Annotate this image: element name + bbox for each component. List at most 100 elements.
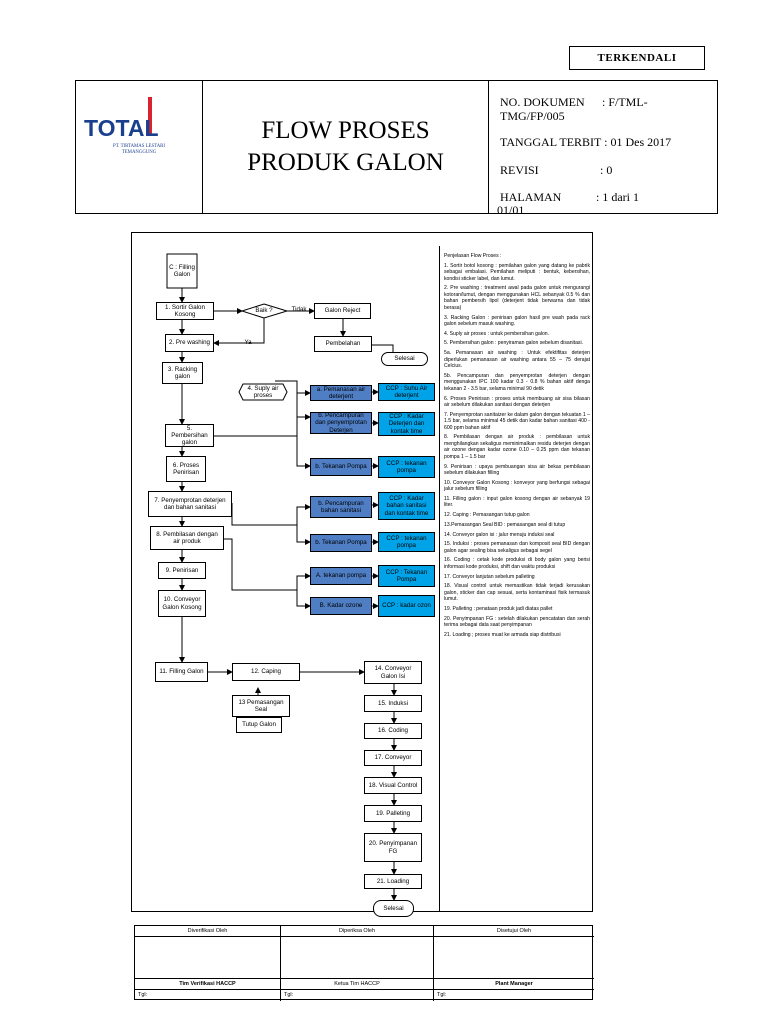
description-item: 7. Penyemprotan sanitaizer ke dalam galo… — [444, 411, 590, 431]
node-10-conveyor-kosong: 10. Conveyor Galon Kosong — [158, 590, 206, 617]
description-item: 19. Palleting : penataan produk jadi dia… — [444, 605, 553, 612]
description-item: 8. Pembilasan dengan air produk : pembil… — [444, 434, 590, 460]
node-14-conveyor-isi: 14. Conveyor Galon Isi — [364, 661, 422, 684]
ccp-tekanan-pompa-3: CCP : Tekanan Pompa — [378, 565, 435, 587]
description-item: 5b. Pencampuran dan penyemprotan deterje… — [444, 372, 590, 392]
node-b-tekanan-pompa-2: b. Tekanan Pompa — [310, 534, 372, 552]
node-b-pencampuran-sanitasi: b. Pencampuran bahan sanitasi — [310, 496, 372, 518]
approver-header: Disetujui Oleh — [496, 928, 532, 934]
description-item: 18. Visual control untuk memastikan tida… — [444, 583, 590, 603]
label-tidak: Tidak — [291, 306, 307, 314]
checker-header: Diperiksa Oleh — [338, 928, 376, 934]
ccp-suhu-air: CCP : Suhu Air deterjent — [378, 383, 435, 401]
node-b-pencampuran-deterjen: b. Pencampuran dan penyemprotan Deterjen — [310, 412, 372, 434]
terminal-selesai-1: Selesai — [381, 352, 428, 366]
process-description: Penjelasan Flow Proses : 1. Sortir botol… — [444, 253, 590, 642]
decision-diamond — [240, 303, 289, 319]
description-item: 9. Penirisan : upaya pembuangan sisa air… — [444, 463, 590, 477]
node-15-induksi: 15. Induksi — [364, 695, 422, 712]
doc-number-label: NO. DOKUMEN — [500, 95, 585, 109]
node-b-kadar-ozone: B. Kadar ozone — [310, 597, 372, 615]
company-logo-icon: TOTAL PT. TIRTAMAS LESTARI TEMANGGUNG — [84, 97, 165, 155]
node-17-conveyor: 17. Conveyor — [364, 750, 422, 766]
issue-date: TANGGAL TERBIT : 01 Des 2017 — [500, 135, 672, 149]
document-title: FLOW PROSES PRODUK GALON — [203, 80, 489, 214]
node-9-penirisan: 9. Penirisan — [158, 562, 206, 579]
node-4-supply-air: 4. Suply air proses — [247, 384, 279, 399]
description-item: 12. Caping : Pemasangan tutup galon — [444, 512, 530, 519]
node-7-penyemprotan: 7. Penyemprotan deterjen dan bahan sanit… — [148, 491, 232, 517]
node-3-racking: 3. Racking galon — [162, 362, 203, 384]
description-item: 21. Loading ; proses muat ke armada siap… — [444, 631, 561, 638]
page-cont: 01/01 — [497, 203, 525, 217]
description-item: 3. Racking Galon : penirisan galon hasil… — [444, 314, 590, 328]
verifier-date: Tgl: — [138, 992, 148, 998]
description-item: 2. Pre washing : treatment awal pada gal… — [444, 285, 590, 311]
node-21-loading: 21. Loading — [364, 874, 422, 889]
decision-baik-label: Baik ? — [255, 307, 273, 315]
description-item: 5a. Pemanasan air washing : Untuk efekti… — [444, 350, 590, 370]
terminal-selesai-2: Selesai — [373, 900, 414, 917]
checker-role: Ketua Tim HACCP — [334, 981, 380, 987]
revision-label: REVISI — [500, 163, 539, 177]
document-header — [75, 80, 718, 214]
node-a-pemanasan: a. Pemanasan air deterjent — [310, 385, 372, 401]
title-line1: FLOW PROSES — [261, 117, 430, 144]
start-terminal-shape — [166, 253, 198, 289]
logo-company-line1: PT. TIRTAMAS LESTARI — [113, 144, 165, 149]
verifier-header: Diverifikasi Oleh — [187, 928, 228, 934]
revision-value: : 0 — [600, 163, 613, 177]
description-item: 1. Sortir botol kosong : pemilahan galon… — [444, 262, 590, 282]
description-title: Penjelasan Flow Proses : — [444, 253, 502, 259]
node-20-penyimpanan: 20. Penyimpanan FG — [364, 833, 422, 862]
description-item: 13.Pemasangan Seal BID : pemasangan seal… — [444, 521, 566, 528]
node-19-palleting: 19. Palleting — [364, 805, 422, 822]
node-1-sortir: 1. Sortir Galon Kosong — [156, 302, 214, 320]
signature-table: Diverifikasi Oleh Diperiksa Oleh Disetuj… — [134, 925, 594, 1001]
description-item: 15. Induksi : proses pemanasan dan kompo… — [444, 541, 590, 554]
description-item: 17. Conveyor lanjutan sebelum palleting — [444, 573, 535, 580]
supply-hexagon-shape — [238, 383, 288, 401]
description-item: 4. Suply air proses : untuk pembersihan … — [444, 330, 550, 337]
doc-number-cont: TMG/FP/005 — [500, 109, 565, 123]
node-start-filling-galon: C : Filling Galon — [169, 263, 195, 278]
node-pembelahan: Pembelahan — [314, 336, 372, 352]
approver-role: Plant Manager — [495, 981, 533, 987]
ccp-kadar-ozon: CCP : kadar ozon — [378, 595, 435, 617]
description-item: 6. Proses Penirisan : proses untuk membu… — [444, 395, 590, 409]
description-item: 10. Conveyor Galon Kosong : konveyor yan… — [444, 479, 590, 493]
node-tutup-galon: Tutup Galon — [236, 717, 282, 733]
logo-brand: TOTAL — [84, 115, 159, 141]
ccp-kadar-sanitasi: CCP : Kadar bahan sanitasi dan kontak ti… — [378, 492, 435, 520]
doc-number-value: : F/TML- — [602, 95, 648, 109]
node-a-tekanan-pompa: A. tekanan pompa — [310, 567, 372, 585]
document-status-badge: TERKENDALI — [569, 46, 705, 70]
verifier-role: Tim Verifikasi HACCP — [179, 981, 236, 987]
logo-company-line2: TEMANGGUNG — [122, 150, 157, 155]
node-18-visual-control: 18. Visual Control — [364, 777, 422, 794]
description-item: 16. Coding : cetak kode produksi di body… — [444, 557, 590, 570]
checker-date: Tgl: — [284, 992, 294, 998]
logo-cell: TOTAL PT. TIRTAMAS LESTARI TEMANGGUNG — [75, 80, 203, 214]
node-b-tekanan-pompa-1: b. Tekanan Pompa — [310, 458, 372, 476]
description-divider — [439, 246, 440, 912]
node-13-spacer — [236, 705, 286, 706]
node-16-coding: 16. Coding — [364, 723, 422, 739]
node-13-pemasangan-seal: 13 Pemasangan Seal — [232, 695, 290, 717]
description-item: 11. Filling galon : input galon kosong d… — [444, 495, 590, 509]
description-item: 5. Pembersihan galon : penyiraman galon … — [444, 340, 584, 347]
node-6-penirisan: 6. Proses Penirisan — [166, 456, 206, 482]
node-12-caping: 12. Caping — [232, 663, 300, 681]
description-item: 20. Penyimpanan FG : setelah dilakukan p… — [444, 615, 590, 629]
label-ya: Ya — [244, 339, 252, 347]
node-11-filling: 11. Filling Galon — [155, 662, 208, 682]
page-label: HALAMAN — [500, 190, 562, 204]
flow-diagram-frame — [131, 232, 593, 912]
approver-date: Tgl: — [437, 992, 447, 998]
ccp-tekanan-pompa-1: CCP : tekanan pompa — [378, 456, 435, 478]
node-5-pembersihan: 5. Pembersihan galon — [165, 424, 214, 447]
description-item: 14. Conveyor galon isi : jalur menuju in… — [444, 531, 555, 538]
ccp-tekanan-pompa-2: CCP : tekanan pompa — [378, 532, 435, 552]
node-8-pembilasan: 8. Pembilasan dengan air produk — [150, 526, 224, 550]
